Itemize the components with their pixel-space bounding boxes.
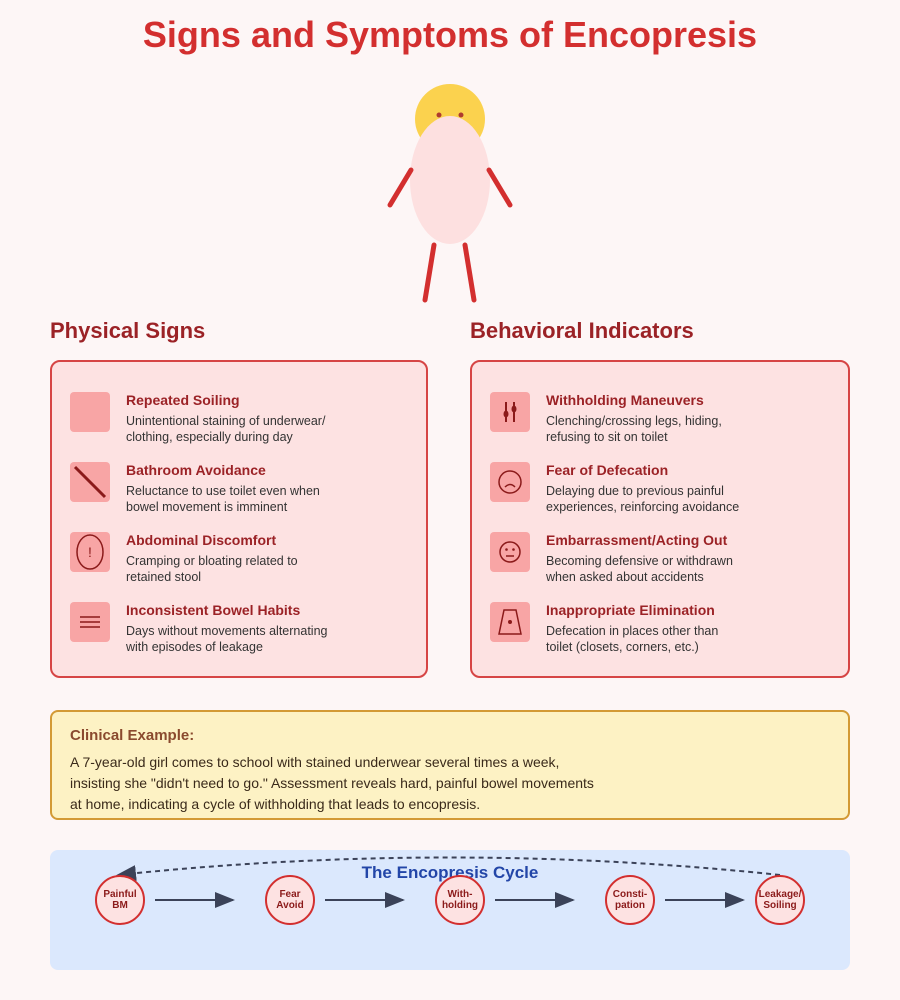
child-arm-left <box>387 167 414 208</box>
clinical-example-line: at home, indicating a cycle of withholdi… <box>70 796 481 812</box>
behavioral-indicators-card: Withholding Maneuvers Clenching/crossing… <box>470 360 850 678</box>
child-leg-right <box>462 242 477 303</box>
cycle-node-withholding: With-holding <box>435 875 485 925</box>
page-title: Signs and Symptoms of Encopresis <box>142 14 758 55</box>
item-title: Inconsistent Bowel Habits <box>126 602 301 618</box>
item-title: Embarrassment/Acting Out <box>546 532 728 548</box>
exclamation-belly-icon: ! <box>70 532 110 572</box>
cycle-title: The Encopresis Cycle <box>361 863 539 882</box>
cycle-connectors <box>116 856 781 908</box>
child-figure-illustration <box>387 84 513 303</box>
item-description: Clenching/crossing legs, hiding,refusing… <box>546 414 722 444</box>
item-title: Withholding Maneuvers <box>546 392 704 408</box>
physical-signs-card: Repeated Soiling Unintentional staining … <box>50 360 428 678</box>
behavioral-indicators-heading: Behavioral Indicators <box>470 318 694 343</box>
clinical-example-box: Clinical Example: A 7-year-old girl come… <box>50 710 850 820</box>
child-body <box>410 116 490 244</box>
frown-face-icon <box>490 462 530 502</box>
clinical-example-title: Clinical Example: <box>70 727 195 744</box>
child-eye-left <box>436 112 442 118</box>
svg-text:!: ! <box>88 544 92 560</box>
physical-signs-heading: Physical Signs <box>50 318 206 343</box>
trapezoid-dot-icon <box>490 602 530 642</box>
clinical-example-line: insisting she "didn't need to go." Asses… <box>70 775 594 791</box>
lines-icon <box>70 602 110 642</box>
item-description: Unintentional staining of underwear/clot… <box>126 414 326 444</box>
child-leg-left <box>422 242 437 303</box>
cycle-return-arrow <box>116 856 781 882</box>
child-eye-right <box>458 112 464 118</box>
clenched-legs-icon <box>490 392 530 432</box>
cycle-node-leakage-soiling: Leakage/Soiling <box>755 875 805 925</box>
neutral-face-icon <box>490 532 530 572</box>
item-title: Inappropriate Elimination <box>546 602 715 618</box>
item-title: Abdominal Discomfort <box>126 532 277 548</box>
item-title: Repeated Soiling <box>126 392 240 408</box>
blank-square-icon <box>70 392 110 432</box>
item-title: Fear of Defecation <box>546 462 669 478</box>
cycle-node-constipation: Consti-pation <box>605 875 655 925</box>
clinical-example-line: A 7-year-old girl comes to school with s… <box>70 754 560 770</box>
child-arm-right <box>486 167 513 208</box>
item-title: Bathroom Avoidance <box>126 462 266 478</box>
no-entry-slash-icon <box>70 462 110 502</box>
